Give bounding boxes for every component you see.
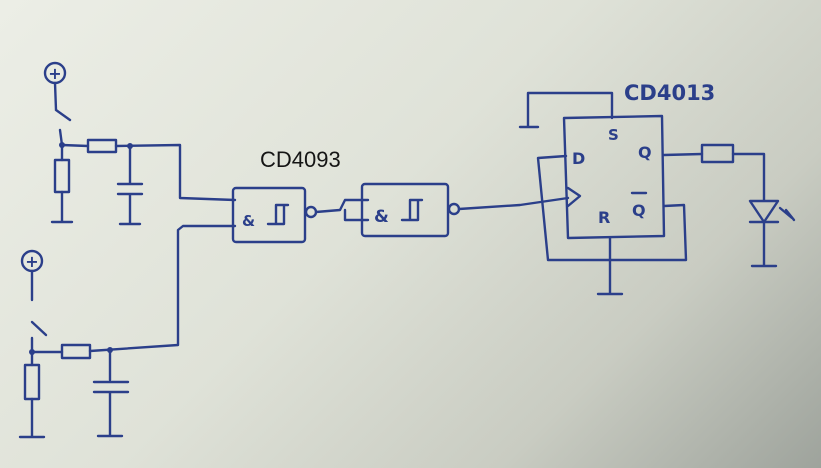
resistor-icon-top-series (86, 138, 118, 154)
wire (731, 152, 766, 202)
reset-ground-icon (596, 236, 624, 296)
wire (60, 143, 90, 148)
wire (457, 196, 570, 211)
ground-icon-top-left (50, 190, 74, 224)
resistor-icon-bottom-series (60, 343, 92, 360)
switch-icon-top (53, 81, 72, 147)
d-flip-flop-icon: S D Q R Q (562, 114, 666, 240)
capacitor-icon-top (116, 144, 144, 226)
wire (114, 143, 237, 202)
wire (314, 198, 370, 222)
capacitor-icon-bottom (92, 348, 130, 438)
led-icon (748, 199, 796, 224)
nand-schmitt-gate-icon-2: & (360, 182, 461, 238)
ff-pin-qbar: Q (632, 201, 646, 220)
ground-icon-output (750, 220, 778, 268)
ff-pin-r: R (598, 208, 610, 227)
feedback-wire (536, 154, 688, 262)
chip-label-flipflop: CD4013 (624, 81, 715, 105)
wire (662, 152, 704, 157)
resistor-icon-bottom-pulldown (23, 363, 41, 401)
power-symbol-top: + (48, 64, 61, 83)
resistor-icon-output (700, 143, 735, 164)
gate2-symbol: & (374, 207, 389, 227)
set-pin-wire (518, 91, 614, 129)
switch-icon-bottom (30, 269, 48, 354)
wire (88, 224, 237, 353)
ff-pin-s: S (608, 126, 619, 144)
ff-pin-d: D (572, 149, 585, 168)
resistor-icon-top-pulldown (53, 158, 71, 194)
power-plus-icon-top: + (43, 61, 67, 85)
power-plus-icon-bottom: + (20, 249, 44, 273)
nand-schmitt-gate-icon-1: & (231, 186, 318, 244)
ground-icon-bottom-left (18, 397, 46, 439)
gate1-symbol: & (242, 212, 255, 230)
chip-label-nand: CD4093 (260, 147, 341, 172)
ff-pin-q: Q (638, 143, 652, 162)
power-symbol-bottom: + (25, 252, 38, 271)
